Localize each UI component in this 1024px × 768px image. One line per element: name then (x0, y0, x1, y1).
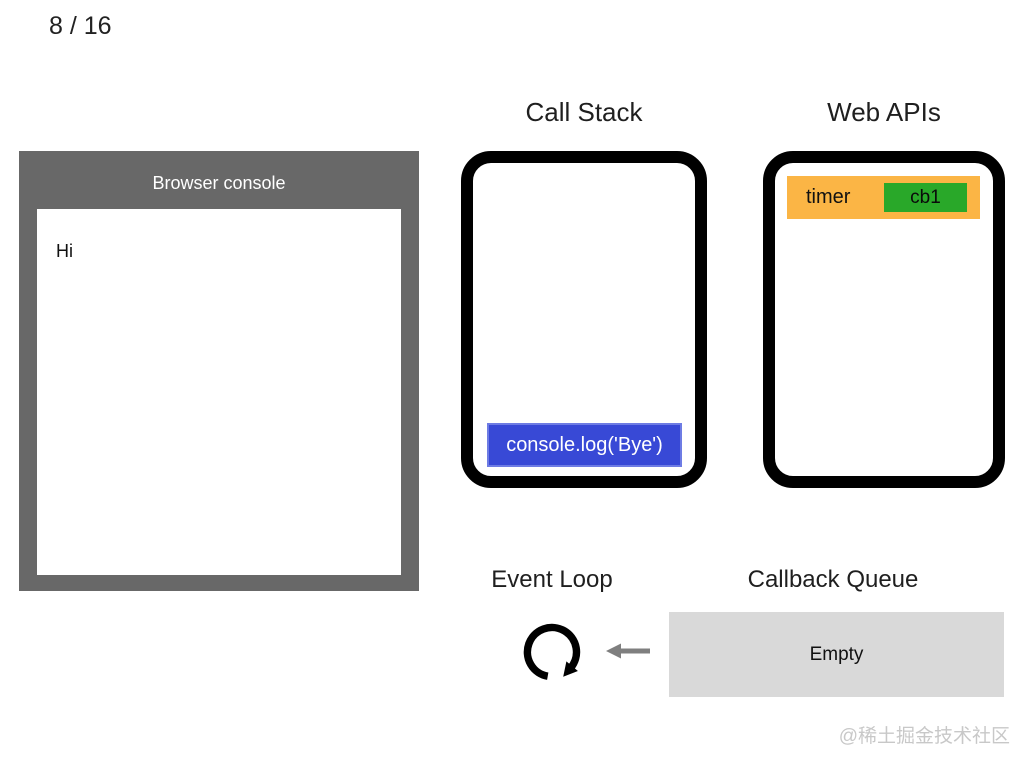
browser-console-title: Browser console (152, 172, 286, 193)
call-stack-title: Call Stack (525, 97, 643, 127)
slide-counter: 8 / 16 (49, 12, 112, 40)
browser-console-output: Hi (37, 209, 401, 575)
web-apis-title: Web APIs (827, 97, 941, 127)
callback-queue-box: Empty (669, 612, 1004, 697)
console-log-line: Hi (56, 241, 73, 261)
timer-label: timer (806, 186, 851, 208)
callback-chip: cb1 (884, 183, 967, 212)
event-loop-title: Event Loop (491, 566, 613, 593)
callback-queue-title: Callback Queue (747, 566, 919, 593)
watermark: @稀土掘金技术社区 (838, 726, 1010, 747)
left-arrow-icon (606, 642, 652, 660)
clockwise-loop-icon (520, 620, 584, 684)
browser-console-panel: Browser console Hi (19, 151, 419, 591)
call-stack-frame: console.log('Bye') (487, 423, 682, 467)
